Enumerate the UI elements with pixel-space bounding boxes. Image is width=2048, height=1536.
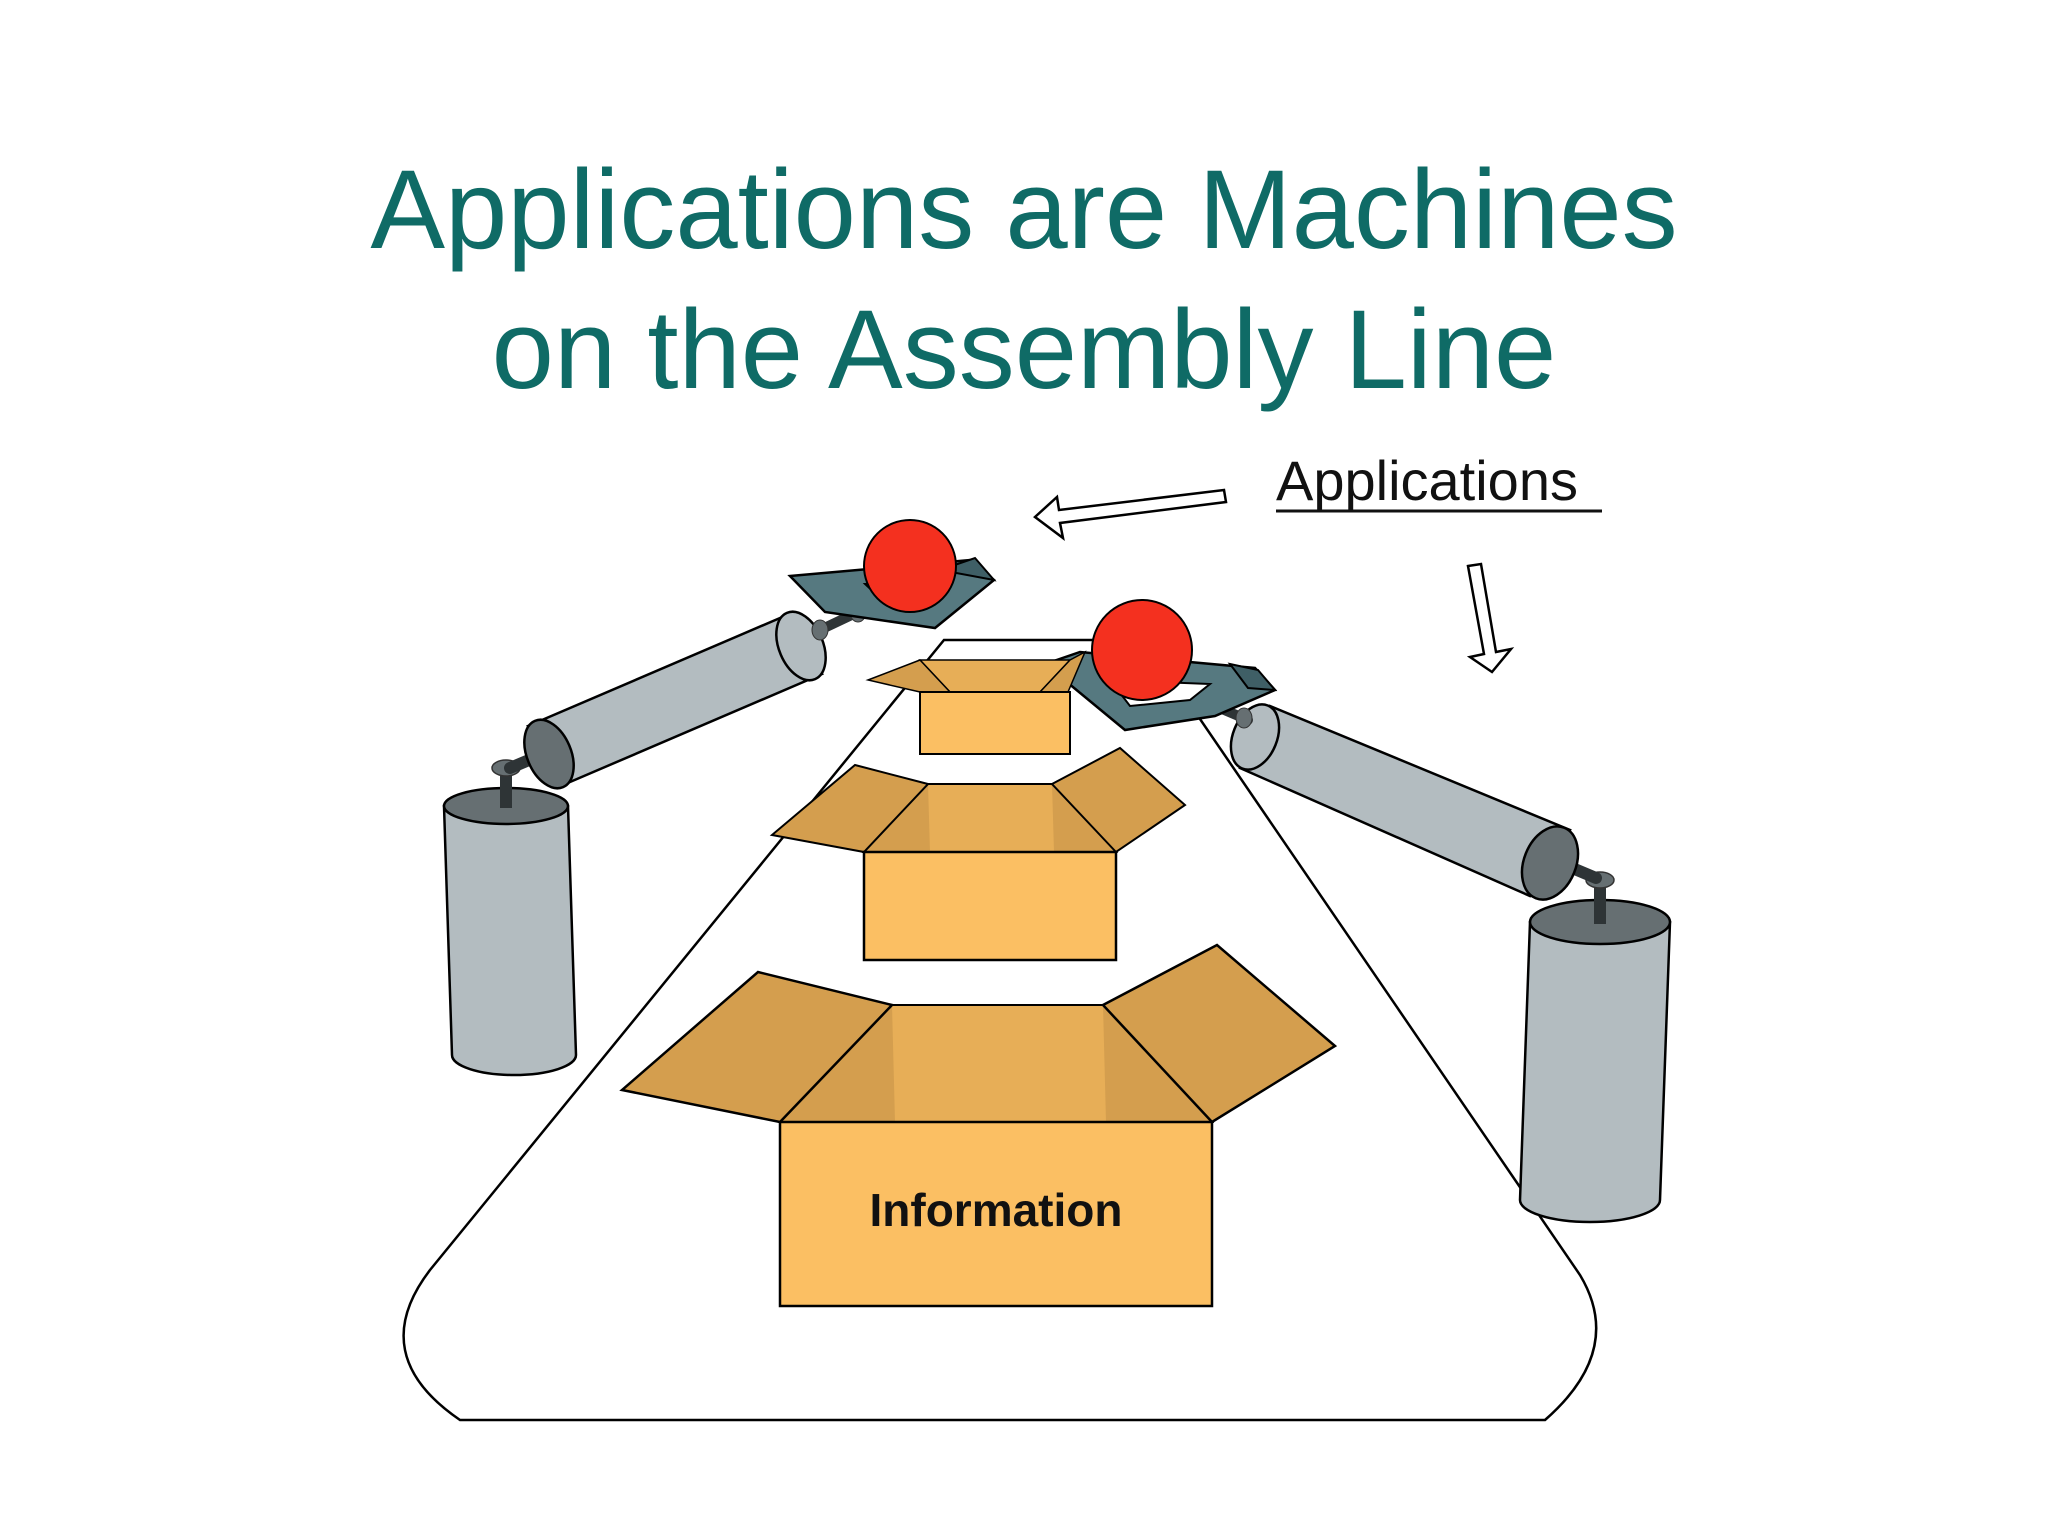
- right-ball: [1091, 599, 1193, 701]
- title-line-2: on the Assembly Line: [491, 287, 1557, 412]
- right-gripper: [1042, 599, 1278, 732]
- information-label: Information: [870, 1184, 1123, 1236]
- arrow-icon-down: [1466, 562, 1515, 674]
- title-line-1: Applications are Machines: [370, 147, 1678, 272]
- box-medium: [769, 746, 1187, 962]
- left-arm-tube: [523, 610, 827, 790]
- box-small: [865, 650, 1087, 755]
- left-gripper: [787, 519, 997, 630]
- right-base-cylinder: [1518, 871, 1672, 1224]
- robot-arm-right: [1042, 599, 1672, 1224]
- arrow-icon-left: [1033, 488, 1228, 541]
- slide-title: Applications are Machines on the Assembl…: [0, 140, 2048, 420]
- robot-arm-left: [442, 519, 997, 1077]
- applications-label: Applications: [1276, 449, 1578, 512]
- left-base-cylinder: [442, 759, 578, 1077]
- left-ball: [863, 519, 957, 613]
- box-information: Information: [619, 943, 1338, 1308]
